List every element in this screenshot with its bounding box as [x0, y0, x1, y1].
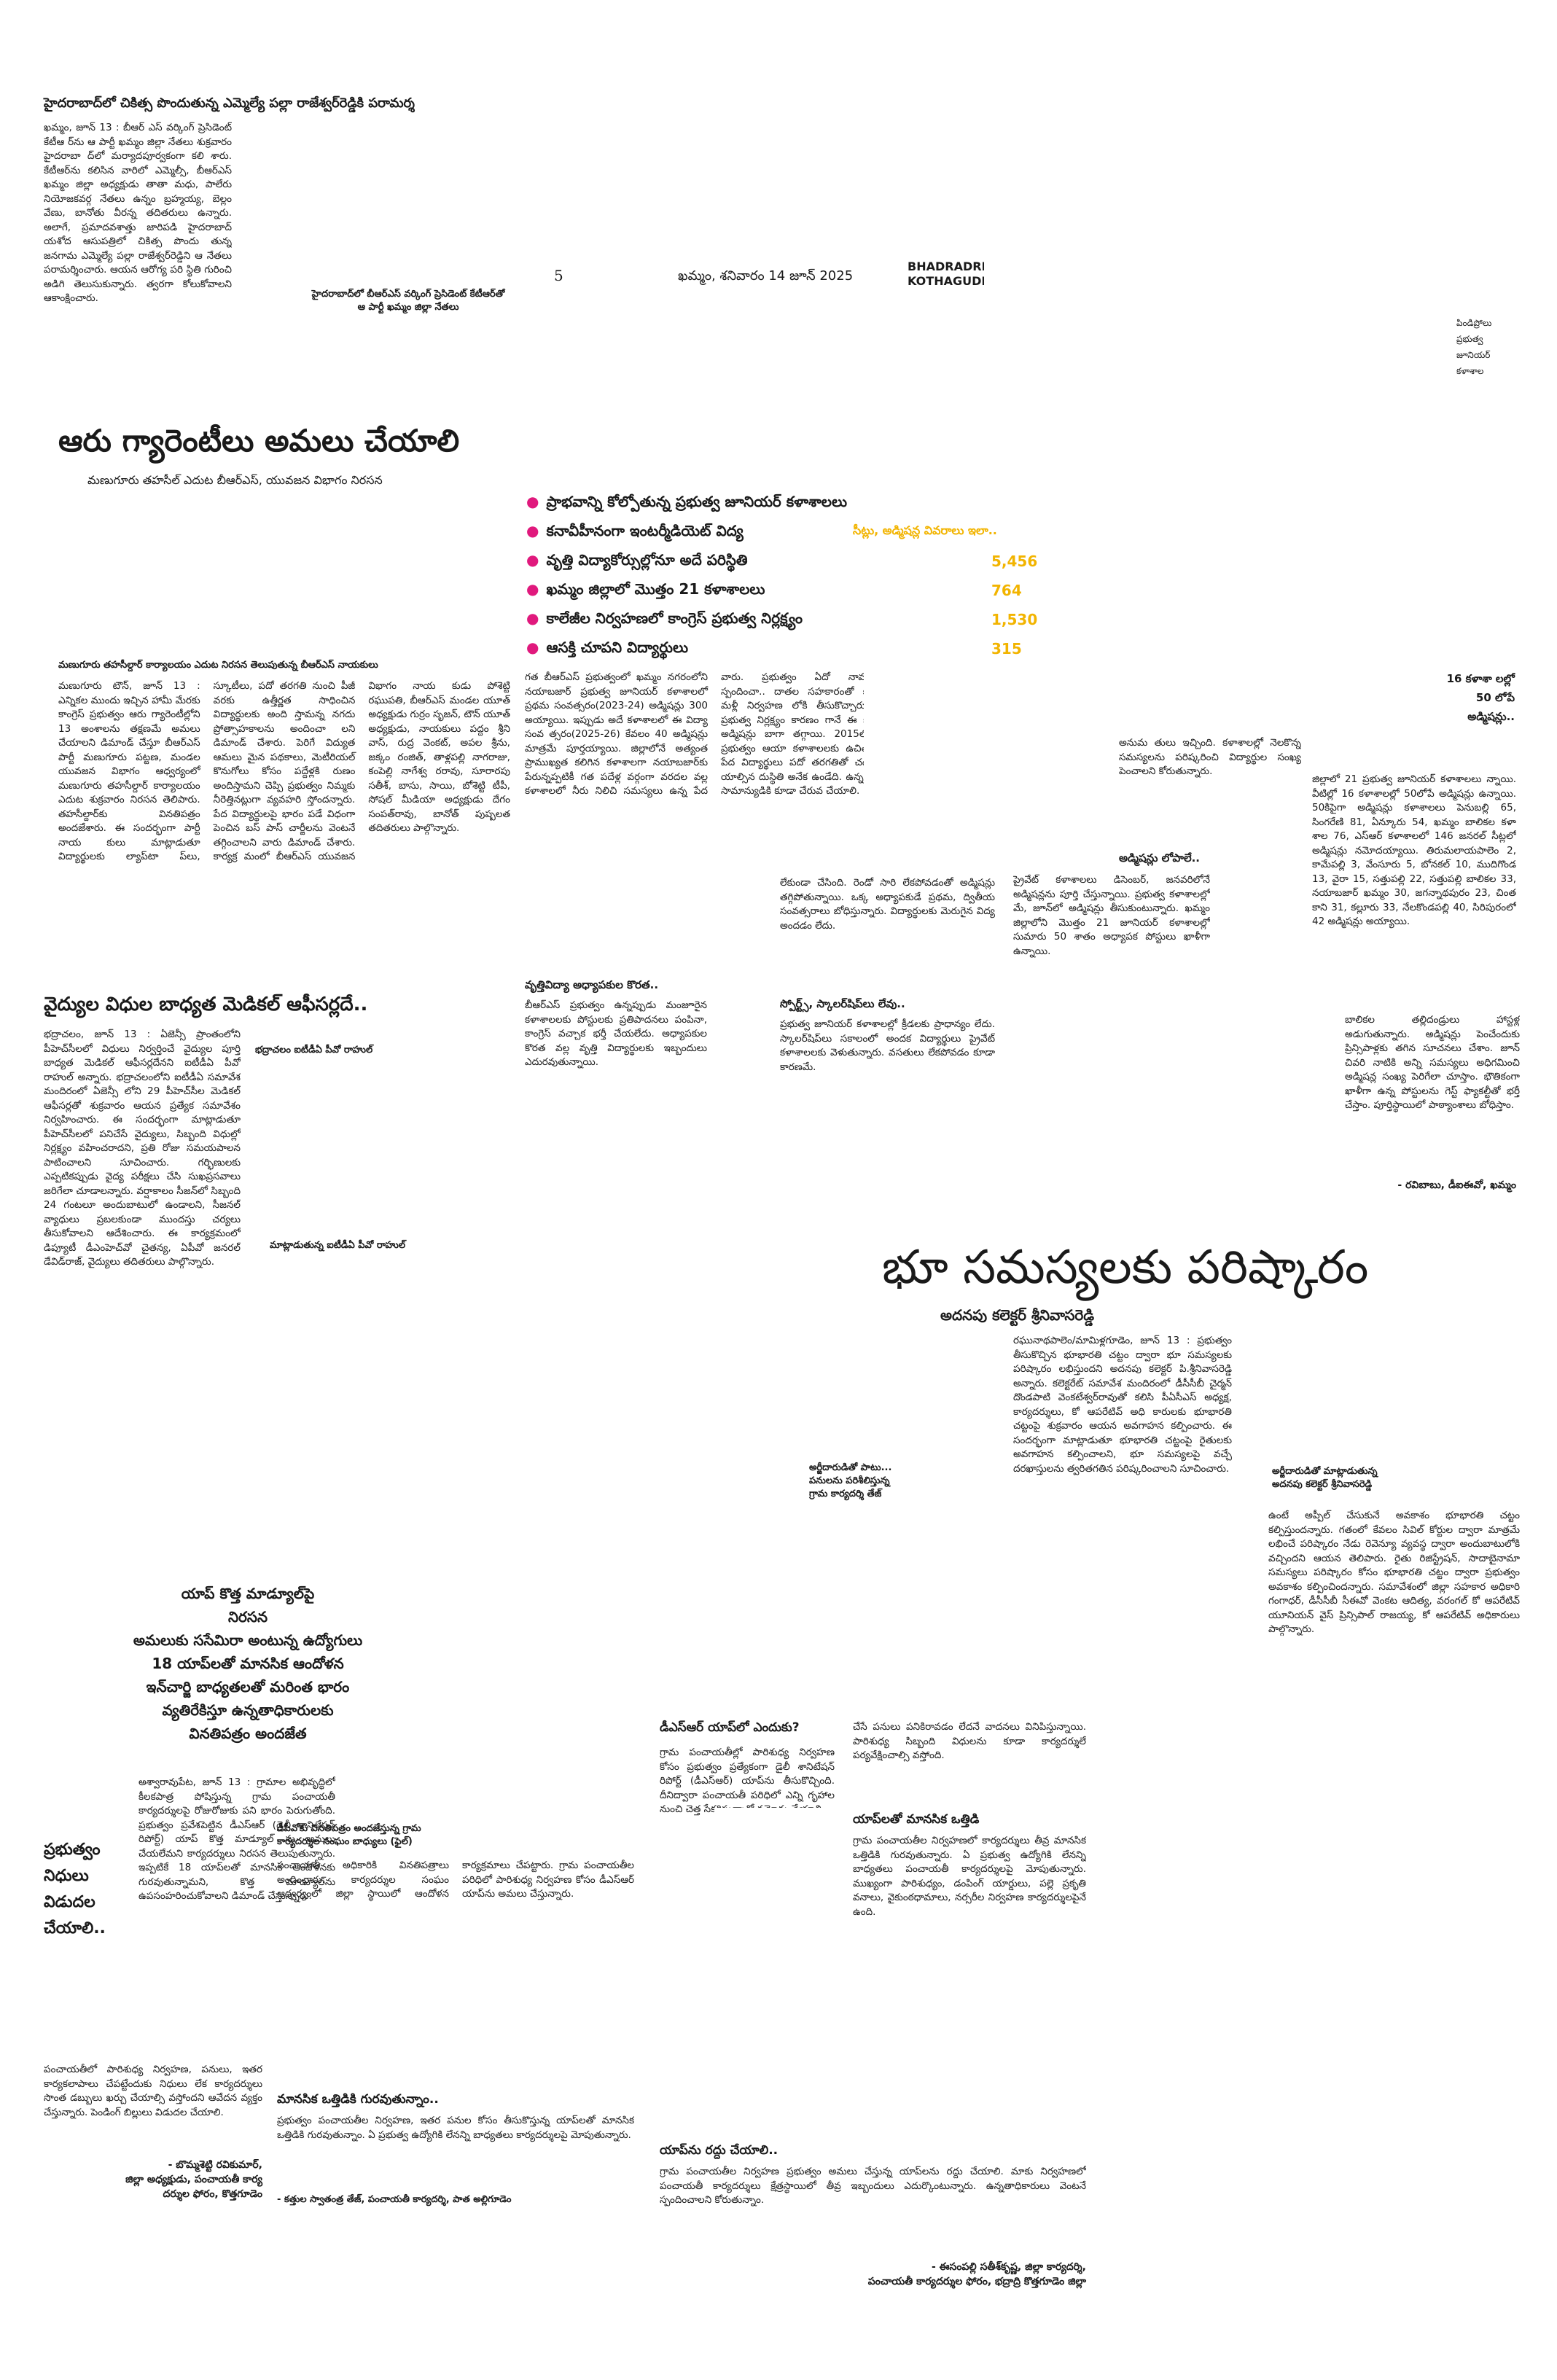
story2-caption: మణుగూరు తహసీల్దార్ కార్యాలయం ఎదుట నిరసన …	[58, 660, 378, 671]
story5-headline: భూ సమస్యలకు పరిష్కారం	[882, 1241, 1369, 1295]
story1-photo	[241, 117, 569, 284]
edition-name: BHADRADRI KOTHAGUDEM	[908, 260, 1002, 288]
story2-subhead: మణుగూరు తహసీల్ ఎదుట బీఆర్ఎస్, యువజన విభా…	[87, 473, 383, 487]
story6-sub-mental: యాప్‌లతో మానసిక ఒత్తిడి	[853, 1812, 980, 1827]
story3-sub-admission: అడ్మిషన్లు లోపాలే..	[1119, 851, 1200, 865]
story6-col2: పంచాయతీ అధికారికి వినతిపత్రాలు అందించారు…	[277, 1860, 634, 1900]
bullet-item: ●ఆసక్తి చూపని విద్యార్థులు	[526, 639, 689, 656]
bullet-item: ●ఖమ్మం జిల్లాలో మొత్తం 21 కళాశాలలు	[526, 580, 765, 598]
story3-col3: అనుమ తులు ఇచ్చింది. కళాశాలల్లో నెలకొన్న …	[1119, 737, 1301, 777]
story6-col3d: గ్రామ పంచాయతీల నిర్వహణ ప్రభుత్వం అమలు చే…	[660, 2166, 1086, 2206]
story6-col1: అశ్వారావుపేట, జూన్ 13 : గ్రామాల అభివృద్ధ…	[138, 1776, 335, 1902]
story5-caption-left: అర్జీదారుడితో మాట్లాడుతున్న అదనపు కలెక్ట…	[1272, 1466, 1378, 1490]
story6-worker-photo	[386, 1939, 496, 2070]
story3-sub-vocational: వృత్తివిద్యా అధ్యాపకుల కొరత..	[525, 978, 659, 991]
banner-line: వ్యతిరేకిస్తూ ఉన్నతాధికారులకు	[162, 1701, 334, 1719]
bullet-dot-icon: ●	[526, 609, 539, 627]
story6-sub-cancel: యాప్‌ను రద్దు చేయాలి..	[660, 2143, 778, 2158]
story2-body: మణుగూరు టౌన్, జూన్ 13 : ఎన్నికల ముందు ఇచ…	[58, 680, 510, 862]
story4-body-a: భద్రాచలం, జూన్ 13 : ఏజెన్సీ ప్రాంతంలోని …	[44, 1029, 241, 1268]
story3-signature: - రవిబాబు, డీఐఈవో, ఖమ్మం	[1397, 1179, 1516, 1191]
story4-meeting-photo	[255, 1072, 488, 1203]
story6-col1b: పంచాయతీలో పారిశుధ్య నిర్వహణ, పనులు, ఇతర …	[44, 2064, 262, 2118]
seat-admission-label: సీట్లు, అడ్మిషన్ల వివరాలు ఇలా..	[853, 523, 997, 537]
bullet-dot-icon: ●	[526, 522, 539, 539]
bullet-item: ●కాలేజీల నిర్వహణలో కాంగ్రెస్ ప్రభుత్వ ని…	[526, 609, 803, 627]
story3-col4: జిల్లాలో 21 ప్రభుత్వ జూనియర్ కళాశాలలు న్…	[1312, 773, 1516, 927]
dateline: ఖమ్మం, శనివారం 14 జూన్ 2025	[678, 268, 854, 284]
banner-line: యాప్ కొత్త మాడ్యూల్‌పై	[181, 1585, 315, 1602]
banner-line: వినతిపత్రం అందజేత	[189, 1725, 307, 1742]
banner-line: నిరసన	[228, 1608, 268, 1626]
story3-sub-sports: స్పోర్ట్స్, స్కాలర్‌షిప్‌లు లేవు..	[780, 997, 905, 1010]
story3-dieo-photo	[1225, 1006, 1334, 1144]
story3-inline-photo	[864, 671, 1068, 831]
story5-subhead: అదనపు కలెక్టర్ శ్రీనివాసరెడ్డి	[940, 1306, 1095, 1324]
page-number: 5	[554, 267, 563, 284]
story6-secretary-photo	[168, 1932, 270, 2048]
story6-banner: యాప్ కొత్త మాడ్యూల్‌పై నిరసన అమలుకు ససేమ…	[95, 1582, 401, 1745]
story3-col3b: ప్రైవేట్ కళాశాలలు డిసెంబర్, జనవరిలోనే అడ…	[1013, 874, 1210, 957]
story6-sub-dsr: డీఎస్ఆర్ యాప్‌లో ఎందుకు?	[660, 1720, 800, 1735]
story6-app-photo	[408, 1596, 671, 1822]
story2-headline: ఆరు గ్యారెంటీలు అమలు చేయాలి	[58, 423, 460, 459]
bullet-item: ●వృత్తి విద్యాకోర్సుల్లోనూ అదే పరిస్థితి	[526, 551, 748, 569]
story3-col4b: బాలికల తల్లిదండ్రులు హాస్టళ్ల అడుగుతున్న…	[1345, 1014, 1520, 1111]
stat-admissions-1: 764	[991, 582, 1022, 599]
story6-signature-mid: - కత్తుల స్వాతంత్ర తేజ్, పంచాయతీ కార్యదర…	[277, 2194, 512, 2205]
story5-caption-small: అర్జీదారుడితో పాటు... పనులను పరిశీలిస్తు…	[809, 1462, 892, 1499]
story3-col1: గత బీఆర్ఎస్ ప్రభుత్వంలో ఖమ్మం నగరంలోని న…	[525, 671, 904, 797]
story5-collector-photo	[809, 1370, 1006, 1516]
bullet-dot-icon: ●	[526, 580, 539, 598]
college-photo-caption: పిండిప్రోలు ప్రభుత్వ జూనియర్ కళాశాల	[1456, 318, 1492, 376]
story1-headline: హైదరాబాద్‌లో చికిత్స పొందుతున్న ఎమ్మెల్య…	[44, 95, 415, 111]
story4-caption-mid: మాట్లాడుతున్న ఐటీడీఏ పీవో రాహుల్	[270, 1240, 406, 1251]
story3-side-label: 16 కళాశా లల్లో 50 లోపే అడ్మిషన్లు..	[1446, 672, 1515, 723]
bullet-dot-icon: ●	[526, 551, 539, 569]
bullet-item: ●కనావీహీనంగా ఇంటర్మీడియెట్ విద్య	[526, 522, 744, 539]
banner-line: ఇన్‌చార్జి బాధ్యతలతో మరింత భారం	[146, 1678, 350, 1696]
story6-side-head: ప్రభుత్వం నిధులు విడుదల చేయాలి..	[44, 1841, 106, 1938]
story1-caption: హైదరాబాద్‌లో బీఆర్ఎస్ వర్కింగ్ ప్రెసిడెం…	[311, 289, 505, 313]
stat-total-seats: 5,456	[991, 553, 1038, 570]
story5-col2: ఉంటే అప్పీల్ చేసుకునే అవకాశం భూభారతి చట్…	[1268, 1510, 1520, 1635]
bullet-dot-icon: ●	[526, 493, 539, 510]
story2-photo	[44, 313, 496, 423]
bullet-item: ●ప్రాభవాన్ని కోల్పోతున్న ప్రభుత్వ జూనియర…	[526, 493, 848, 510]
story6-col3c: గ్రామ పంచాయతీల నిర్వహణలో కార్యదర్శులు తీ…	[853, 1835, 1086, 1918]
story4-headline: వైద్యుల విధుల బాధ్యత మెడికల్ ఆఫీసర్లదే..	[44, 994, 368, 1015]
banner-line: అమలుకు ససేమిరా అంటున్న ఉద్యోగులు	[133, 1631, 363, 1649]
story6-signature-left: - బొమ్మశెట్టి రవికుమార్, జిల్లా అధ్యక్షు…	[125, 2159, 262, 2200]
story6-col3: గ్రామ పంచాయతీల్లో పారిశుధ్య నిర్వహణ కోసం…	[660, 1747, 835, 1815]
story3-col1b: బీఆర్ఎస్ ప్రభుత్వం ఉన్నప్పుడు మంజూరైన కళ…	[525, 999, 707, 1068]
story6-signature-right: - ఈసంపల్లి సతీశ్‌కృష్ణ, జిల్లా కార్యదర్శ…	[867, 2261, 1086, 2287]
banner-line: 18 యాప్‌లతో మానసిక ఆందోళన	[152, 1655, 344, 1672]
bullet-dot-icon: ●	[526, 639, 539, 656]
story2-protest-photo	[44, 503, 510, 656]
college-photo	[984, 241, 1451, 412]
story4-caption-top: భద్రాచలం ఐటీడీఏ పీవో రాహుల్	[255, 1045, 373, 1056]
story6-office-photo	[714, 1808, 846, 1954]
stat-admissions-3: 315	[991, 640, 1022, 658]
stat-admissions-2: 1,530	[991, 611, 1038, 628]
story6-caption-photo: డీపీవోకు వినతిపత్రం అందజేస్తున్న గ్రామ క…	[277, 1823, 421, 1847]
story3-col2: లేకుండా చేసింది. రెండో సారి లేకపోవడంతో అ…	[780, 877, 995, 932]
story6-sub-stress: మానసిక ఒత్తిడికి గురవుతున్నాం..	[277, 2092, 439, 2107]
story3-col2b: ప్రభుత్వ జూనియర్ కళాశాలల్లో క్రీడలకు ప్ర…	[780, 1018, 995, 1073]
story5-col1: రఘునాథపాలెం/మామిళ్లగూడెం, జూన్ 13 : ప్రభ…	[1013, 1335, 1232, 1475]
story1-body: ఖమ్మం, జూన్ 13 : బీఆర్ ఎస్ వర్కింగ్ ప్రె…	[44, 122, 232, 304]
story3-bullets: ●ప్రాభవాన్ని కోల్పోతున్న ప్రభుత్వ జూనియర…	[526, 487, 905, 662]
story6-col3b: చేసే పనులు పనికిరావడం లేదనే వాదనలు వినిప…	[853, 1721, 1086, 1761]
story6-col2b: ప్రభుత్వం పంచాయతీల నిర్వహణ, ఇతర పనుల కోస…	[277, 2115, 634, 2141]
